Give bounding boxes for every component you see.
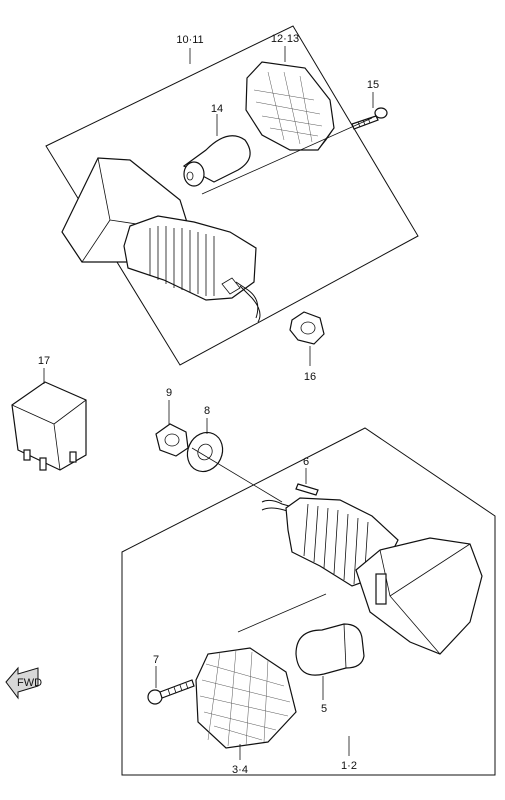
upper-wire [235, 281, 261, 323]
callout-17: 17 [38, 355, 50, 367]
lower-assembly [121, 427, 496, 776]
callout-3-4: 3·4 [232, 764, 248, 776]
upper-housing-part [61, 157, 257, 301]
callout-6: 6 [303, 456, 309, 468]
fwd-arrow-label: FWD [17, 677, 42, 689]
upper-lens-part [245, 61, 335, 151]
lower-screw-7-part [147, 666, 195, 705]
lower-wire [261, 499, 297, 515]
callout-14: 14 [211, 103, 223, 115]
lower-assembly-frame [121, 427, 496, 776]
upper-assembly [45, 25, 419, 366]
lower-screw-6-part [295, 468, 319, 496]
upper-bulb-part [182, 135, 251, 187]
nut-9-part [155, 400, 189, 457]
fwd-arrow-icon: FWD [5, 666, 42, 700]
washer-8-part [186, 418, 224, 473]
lower-bulb-part [295, 623, 365, 700]
callout-7: 7 [153, 654, 159, 666]
callout-15: 15 [367, 79, 379, 91]
upper-screw-part [351, 107, 388, 130]
callout-16: 16 [304, 371, 316, 383]
callout-12-13: 12·13 [271, 33, 299, 45]
callout-5: 5 [321, 703, 327, 715]
lower-housing-part [285, 497, 483, 655]
callout-1-2: 1·2 [341, 760, 357, 772]
relay-part [11, 368, 87, 471]
upper-assembly-frame [45, 25, 419, 366]
upper-nut-part [289, 311, 325, 345]
callout-8: 8 [204, 405, 210, 417]
callout-9: 9 [166, 387, 172, 399]
callout-10-11: 10·11 [176, 34, 203, 46]
lower-lens-part [195, 647, 297, 760]
